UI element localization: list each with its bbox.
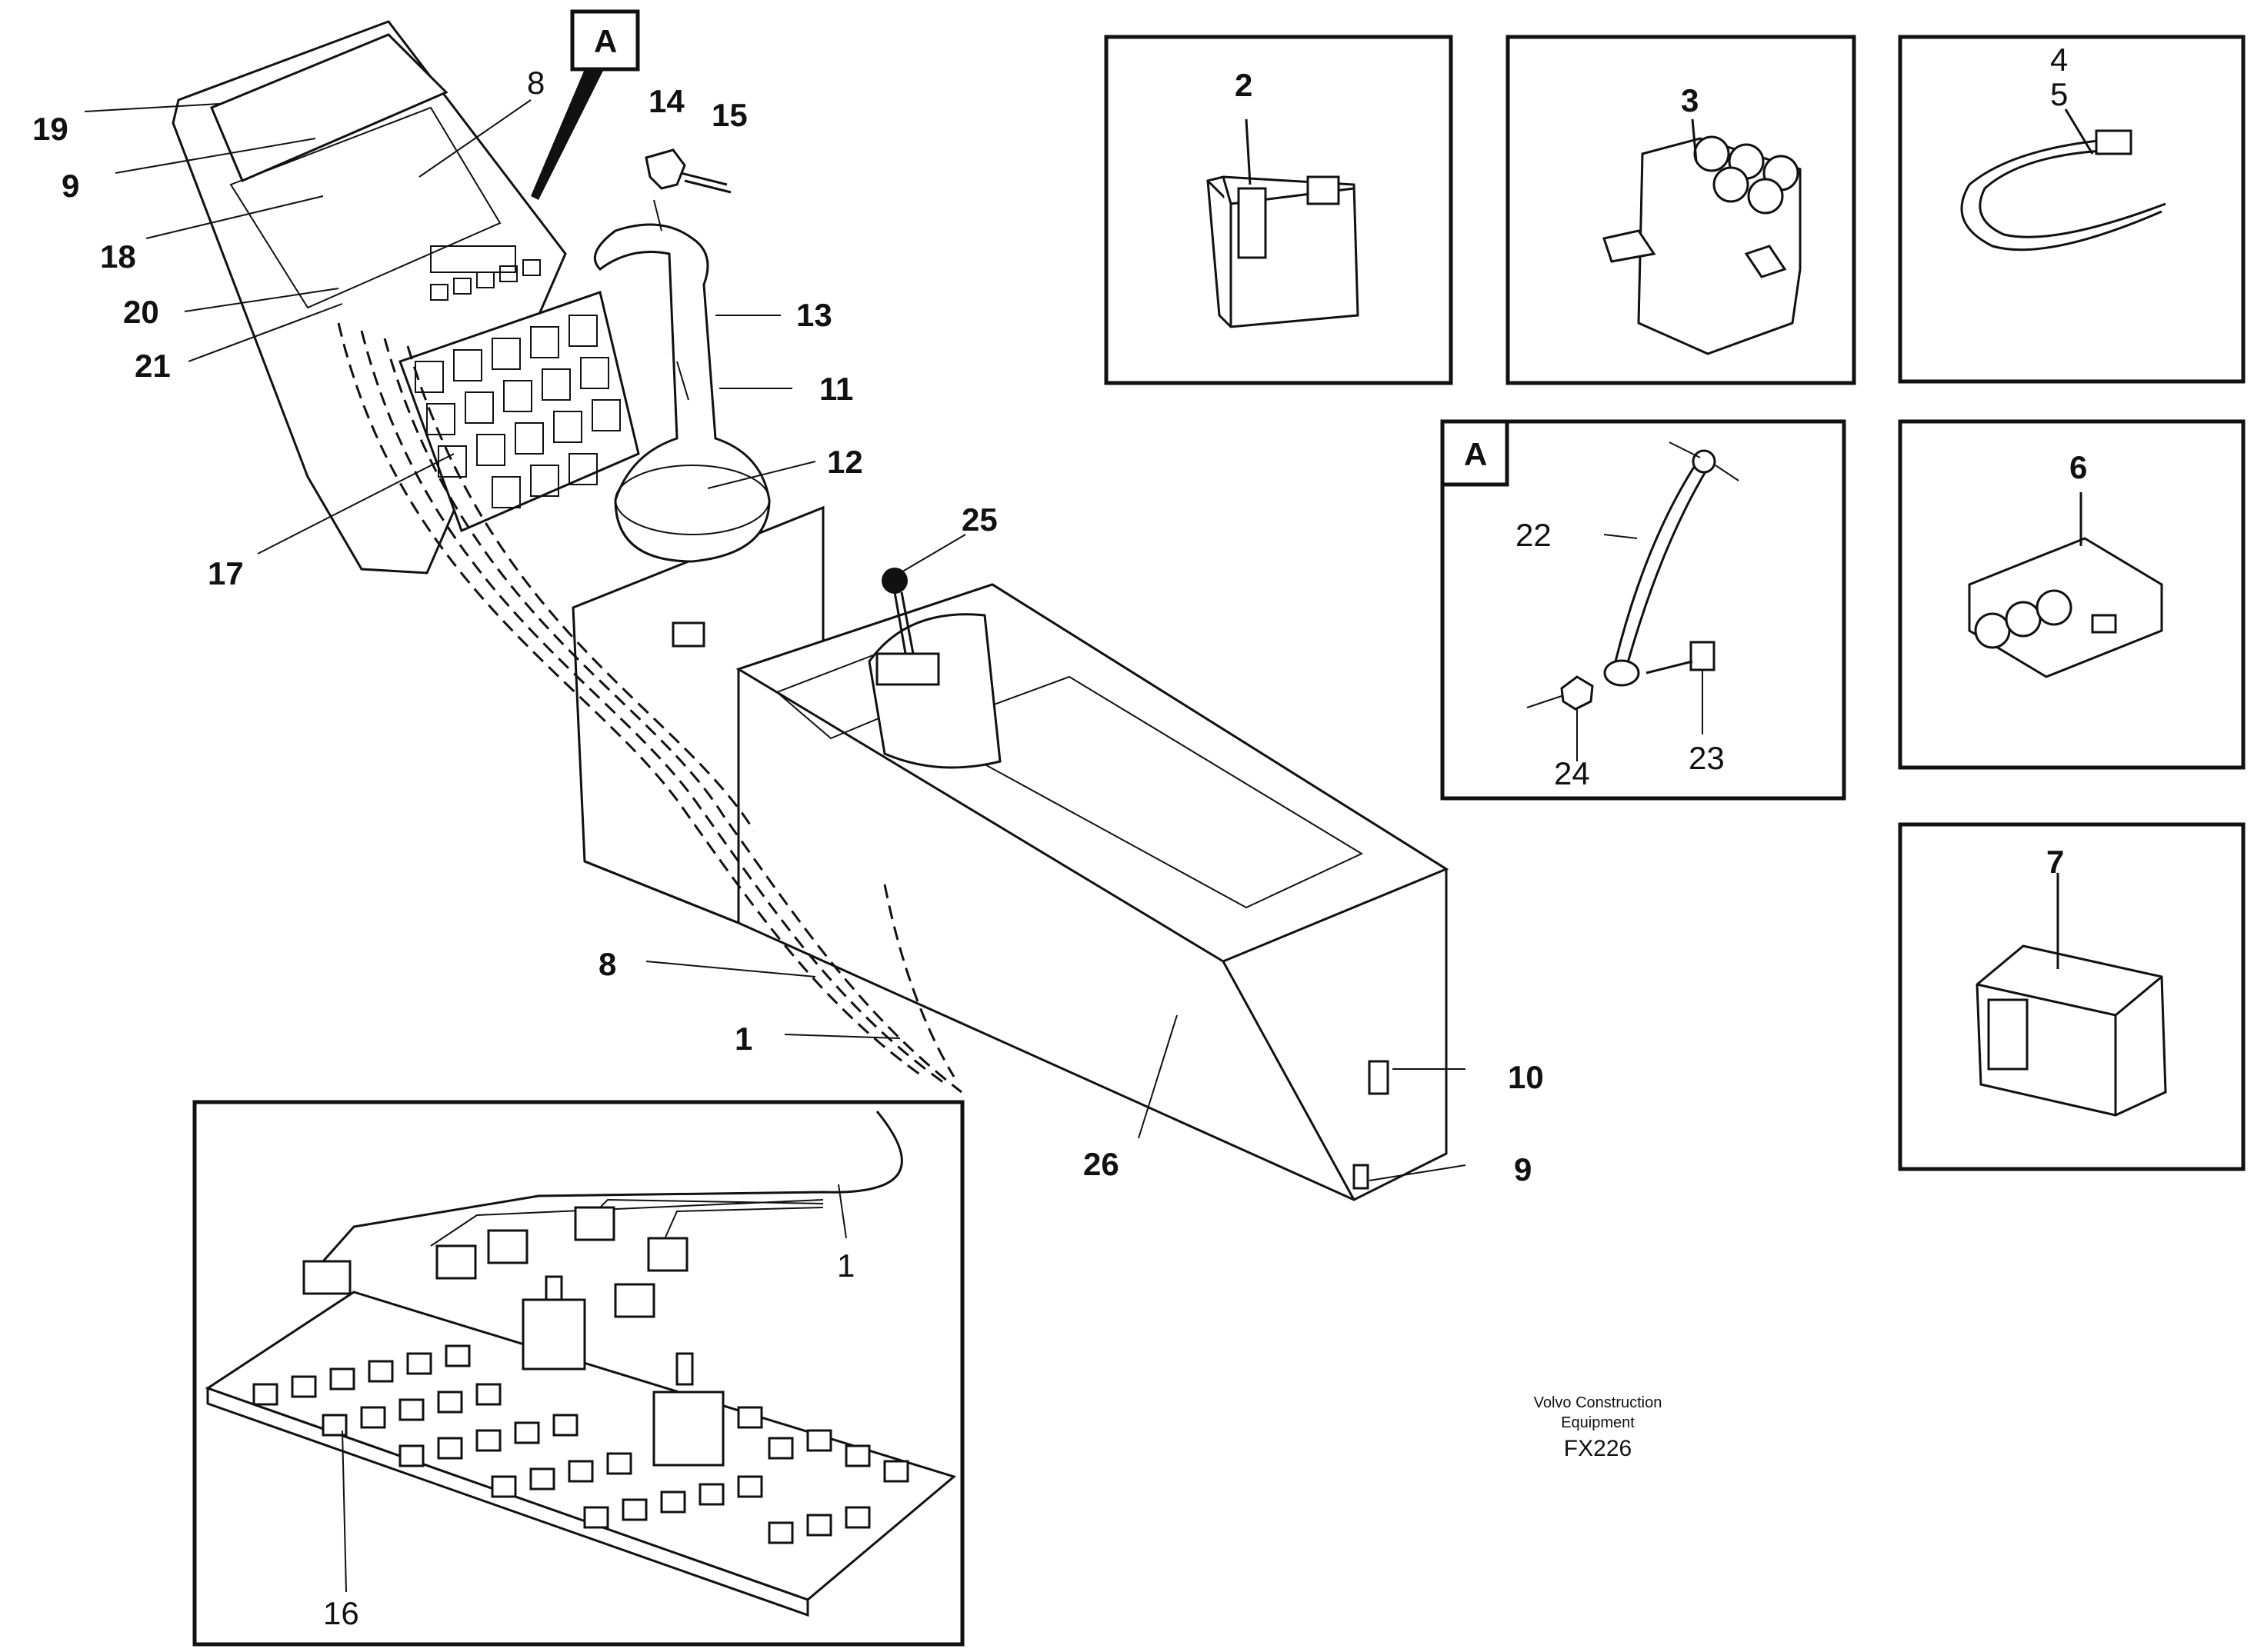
callout-1-board: 1	[837, 1247, 855, 1284]
callout-3: 3	[1681, 82, 1699, 118]
gear-lever	[875, 568, 940, 686]
callout-22: 22	[1515, 517, 1552, 553]
detail-box-2	[1104, 35, 1453, 385]
callout-19: 19	[32, 111, 68, 147]
detail-box-a-label: A	[1464, 436, 1487, 472]
detail-marker-a-label: A	[594, 23, 617, 59]
callout-23: 23	[1689, 740, 1725, 776]
callout-4: 4	[2050, 42, 2068, 78]
circuit-board-inset	[192, 1100, 965, 1647]
callout-13: 13	[796, 297, 832, 333]
caption: Volvo Construction Equipment FX226	[1534, 1394, 1662, 1461]
callout-7: 7	[2046, 844, 2064, 880]
callout-8-bottom: 8	[599, 946, 616, 982]
callout-9-bottom: 9	[1514, 1151, 1532, 1187]
callout-21: 21	[135, 348, 171, 384]
callout-16: 16	[323, 1595, 359, 1631]
knob-and-pin	[645, 148, 732, 231]
callout-24: 24	[1554, 755, 1590, 791]
callout-26: 26	[1083, 1146, 1119, 1182]
callout-25: 25	[962, 501, 998, 538]
board-components	[252, 1344, 909, 1544]
callout-20: 20	[123, 294, 159, 330]
joystick-lever	[593, 223, 771, 648]
detail-box-3	[1505, 35, 1856, 385]
callout-15: 15	[712, 97, 748, 133]
callout-17: 17	[208, 555, 244, 591]
callout-6: 6	[2069, 449, 2087, 485]
callout-12: 12	[827, 444, 863, 480]
board-connectors	[302, 1206, 689, 1318]
detail-box-4-5	[1898, 35, 2246, 384]
callout-labels: 19 9 18 20 21 17 8 14 15 13 11 12 25 8 1…	[32, 23, 2087, 1631]
board-relays	[522, 1275, 725, 1467]
callout-14: 14	[649, 83, 685, 119]
detail-box-7	[1898, 822, 2246, 1171]
leader-lines	[84, 99, 1466, 1593]
control-console	[172, 20, 1449, 1201]
callout-1-main: 1	[735, 1021, 752, 1057]
callout-10: 10	[1508, 1059, 1544, 1095]
detail-box-a	[1440, 419, 1846, 801]
detail-box-6	[1898, 419, 2246, 770]
caption-line-2: Equipment	[1561, 1414, 1635, 1431]
callout-11: 11	[819, 371, 853, 407]
callout-9-top: 9	[62, 168, 79, 204]
detail-marker-a	[531, 9, 640, 200]
callout-2: 2	[1235, 67, 1252, 103]
callout-5: 5	[2050, 76, 2068, 112]
callout-18: 18	[100, 238, 136, 275]
caption-line-1: Volvo Construction	[1534, 1394, 1662, 1411]
callout-8-top: 8	[527, 65, 545, 101]
keypad	[398, 291, 640, 533]
caption-code: FX226	[1564, 1436, 1632, 1461]
